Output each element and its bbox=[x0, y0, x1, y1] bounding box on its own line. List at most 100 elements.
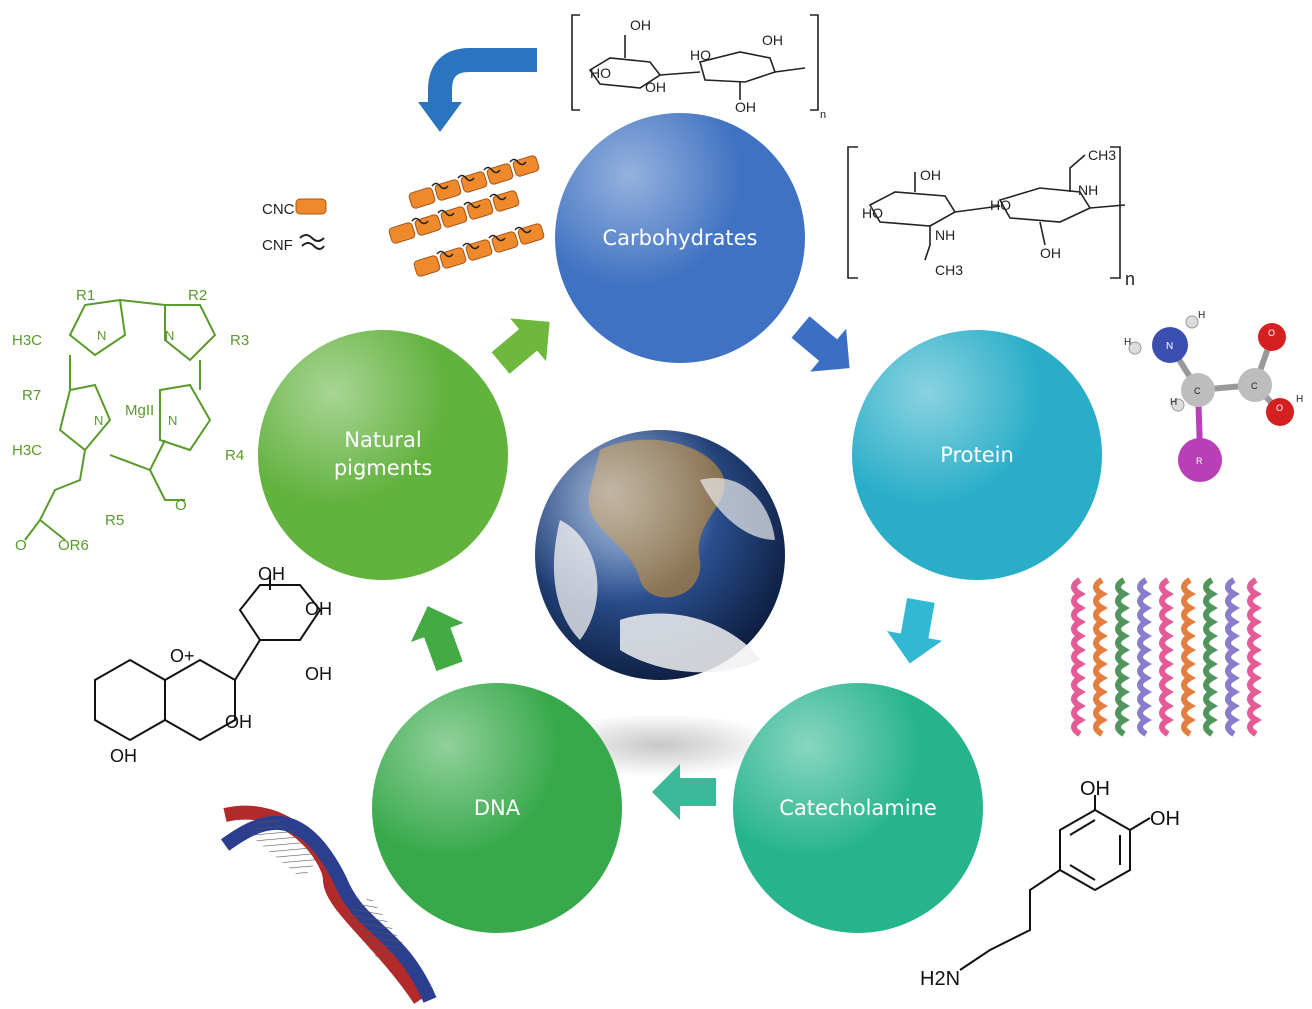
node-carbohydrates: Carbohydrates bbox=[555, 113, 805, 363]
node-label-line2: pigments bbox=[334, 456, 432, 480]
cnc-rod bbox=[492, 190, 520, 212]
protein-helix bbox=[1225, 577, 1240, 737]
svg-text:N: N bbox=[97, 328, 106, 343]
node-catecholamine: Catecholamine bbox=[733, 683, 983, 933]
svg-text:OR6: OR6 bbox=[58, 537, 89, 554]
protein-helix bbox=[1247, 577, 1262, 737]
chitin-structure: n OH HO NH CH3 HO NH OH CH3 bbox=[847, 146, 1135, 289]
protein-helix bbox=[1181, 577, 1196, 737]
svg-text:OH: OH bbox=[305, 664, 332, 684]
svg-text:C: C bbox=[1194, 386, 1201, 396]
svg-text:N: N bbox=[1166, 341, 1173, 352]
r-group-atom bbox=[1178, 438, 1222, 482]
svg-text:O: O bbox=[1268, 328, 1275, 338]
cellulose-nanocrystal-bundles bbox=[388, 155, 545, 277]
svg-text:H: H bbox=[1124, 337, 1131, 348]
svg-text:HO: HO bbox=[590, 65, 611, 81]
earth-globe bbox=[535, 430, 785, 680]
alpha-carbon-atom bbox=[1181, 373, 1215, 407]
cnc-rod bbox=[388, 222, 416, 244]
svg-text:OH: OH bbox=[762, 32, 783, 48]
chlorophyll-structure: R1 R2 H3C R3 R7 MgII H3C R4 R5 O O OR6 N… bbox=[12, 287, 249, 554]
cnc-rod bbox=[460, 171, 488, 193]
svg-text:H3C: H3C bbox=[12, 332, 42, 349]
svg-text:N: N bbox=[94, 413, 103, 428]
cnc-cnf-legend: CNC CNF bbox=[262, 198, 327, 254]
svg-text:R5: R5 bbox=[105, 512, 124, 529]
svg-text:OH: OH bbox=[645, 79, 666, 95]
svg-text:O: O bbox=[175, 497, 187, 514]
cnc-swatch bbox=[295, 198, 327, 215]
cnc-rod bbox=[413, 255, 441, 277]
svg-text:O+: O+ bbox=[170, 646, 195, 666]
svg-text:OH: OH bbox=[630, 17, 651, 33]
svg-text:OH: OH bbox=[305, 599, 332, 619]
svg-text:N: N bbox=[168, 413, 177, 428]
svg-text:CH3: CH3 bbox=[1088, 147, 1116, 163]
svg-text:MgII: MgII bbox=[125, 402, 154, 419]
amino-acid-model: H H H H N C C O O R bbox=[1124, 310, 1303, 482]
cnc-rod bbox=[491, 231, 519, 253]
svg-text:OH: OH bbox=[258, 564, 285, 584]
svg-text:C: C bbox=[1251, 381, 1258, 391]
cnc-rod bbox=[440, 206, 468, 228]
cnf-swatch-icon bbox=[299, 234, 325, 250]
cnc-rod bbox=[408, 187, 436, 209]
svg-text:R1: R1 bbox=[76, 287, 95, 304]
svg-text:H: H bbox=[1170, 397, 1177, 408]
cnc-rod bbox=[414, 214, 442, 236]
anthocyanin-structure: O+ OH OH OH OH OH bbox=[94, 564, 332, 766]
nitrogen-atom bbox=[1152, 327, 1188, 363]
svg-text:H2N: H2N bbox=[920, 968, 960, 990]
protein-helix bbox=[1137, 577, 1152, 737]
node-protein: Protein bbox=[852, 330, 1102, 580]
svg-text:R7: R7 bbox=[22, 387, 41, 404]
protein-helix bbox=[1093, 577, 1108, 737]
arrow-protein-to-catecholamine bbox=[887, 597, 943, 664]
svg-text:R4: R4 bbox=[225, 447, 244, 464]
svg-text:OH: OH bbox=[920, 167, 941, 183]
protein-helix bbox=[1115, 577, 1130, 737]
oxygen-atom bbox=[1266, 398, 1294, 426]
arrow-carbohydrates-to-protein bbox=[791, 316, 850, 372]
svg-text:NH: NH bbox=[1078, 182, 1098, 198]
svg-text:O: O bbox=[1276, 403, 1283, 413]
svg-text:OH: OH bbox=[110, 746, 137, 766]
cnf-label: CNF bbox=[262, 237, 293, 254]
curved-arrow-icon bbox=[418, 48, 537, 132]
arrow-catecholamine-to-dna bbox=[652, 764, 716, 820]
cellulose-structure: n OH HO OH HO OH OH bbox=[571, 14, 826, 121]
node-label: Catecholamine bbox=[779, 796, 937, 820]
svg-text:R2: R2 bbox=[188, 287, 207, 304]
svg-text:OH: OH bbox=[1040, 245, 1061, 261]
node-label: Natural bbox=[344, 428, 421, 452]
svg-text:N: N bbox=[165, 328, 174, 343]
svg-text:CH3: CH3 bbox=[935, 262, 963, 278]
cellulose-n: n bbox=[820, 109, 826, 121]
carboxyl-carbon-atom bbox=[1238, 368, 1272, 402]
cnc-rod bbox=[486, 163, 514, 185]
protein-helix bbox=[1203, 577, 1218, 737]
svg-text:HO: HO bbox=[690, 47, 711, 63]
svg-text:OH: OH bbox=[735, 99, 756, 115]
cnc-label: CNC bbox=[262, 201, 295, 218]
svg-text:HO: HO bbox=[990, 197, 1011, 213]
svg-text:HO: HO bbox=[862, 205, 883, 221]
svg-text:R3: R3 bbox=[230, 332, 249, 349]
node-natural-pigments: Natural pigments bbox=[258, 330, 508, 580]
dopamine-structure: OH OH H2N bbox=[920, 778, 1180, 990]
cnc-rod bbox=[465, 239, 493, 261]
svg-text:OH: OH bbox=[225, 712, 252, 732]
protein-helix bbox=[1159, 577, 1174, 737]
svg-text:NH: NH bbox=[935, 227, 955, 243]
node-dna: DNA bbox=[372, 683, 622, 933]
arrow-pigments-to-carbohydrates bbox=[491, 318, 550, 374]
cnc-rod bbox=[512, 155, 540, 177]
oxygen-atom bbox=[1258, 323, 1286, 351]
protein-ribbon-illustration bbox=[1071, 577, 1262, 737]
node-label: Protein bbox=[940, 443, 1014, 467]
svg-text:OH: OH bbox=[1150, 808, 1180, 830]
cnc-rod bbox=[466, 198, 494, 220]
svg-text:R: R bbox=[1196, 456, 1203, 466]
